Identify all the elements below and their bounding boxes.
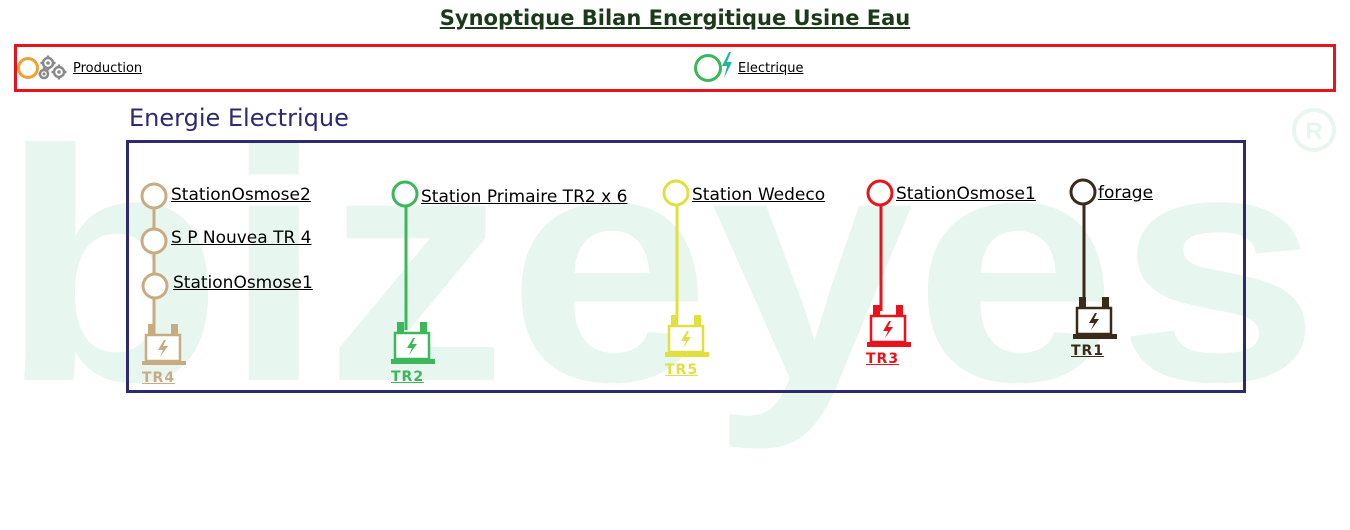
transformer-label-tr5: TR5	[665, 362, 699, 378]
station-node-tr1-1	[1069, 178, 1097, 206]
tr2-branch	[391, 180, 435, 364]
transformer-tr5-icon	[665, 315, 709, 357]
tr3-branch	[866, 179, 911, 347]
transformer-tr2-icon	[391, 322, 435, 364]
tr5-branch	[662, 179, 709, 357]
station-label-tr3-1[interactable]: StationOsmose1	[896, 184, 1036, 204]
nav-label-electrique: Electrique	[738, 60, 804, 76]
nav-item-electrique[interactable]: Electrique	[694, 47, 804, 89]
transformer-label-tr3: TR3	[866, 351, 900, 367]
transformer-tr4-icon	[142, 324, 186, 365]
section-title: Energie Electrique	[129, 104, 349, 132]
station-label-tr5-1[interactable]: Station Wedeco	[692, 185, 826, 205]
transformer-label-tr2: TR2	[391, 369, 425, 385]
page-title: Synoptique Bilan Energitique Usine Eau	[439, 6, 911, 30]
station-label-tr4-2[interactable]: S P Nouvea TR 4	[171, 228, 312, 248]
lightning-icon	[722, 52, 732, 78]
transformer-label-tr4: TR4	[142, 370, 176, 386]
station-node-tr2-1	[391, 180, 419, 208]
station-label-tr1-1[interactable]: forage	[1098, 183, 1154, 203]
station-node-tr3-1	[866, 179, 894, 207]
station-node-tr4-3	[141, 272, 169, 300]
energy-panel	[126, 140, 1246, 393]
electrique-status-circle	[694, 54, 722, 82]
transformer-tr1-icon	[1073, 297, 1117, 339]
production-status-circle	[17, 57, 39, 79]
svg-text:R: R	[1305, 118, 1322, 145]
nav-item-production[interactable]: Production	[17, 47, 142, 89]
gears-icon	[38, 55, 67, 80]
station-label-tr2-1[interactable]: Station Primaire TR2 x 6	[421, 187, 628, 207]
transformer-label-tr1: TR1	[1071, 343, 1105, 359]
transformer-tr3-icon	[867, 305, 911, 347]
nav-bar: Production Electrique	[14, 44, 1336, 92]
tr4-branch	[140, 182, 186, 365]
station-node-tr4-2	[140, 227, 168, 255]
station-node-tr5-1	[662, 179, 690, 207]
registered-mark-icon	[1292, 108, 1336, 152]
station-node-tr4-1	[140, 182, 168, 210]
tr1-branch	[1069, 178, 1117, 339]
nav-label-production: Production	[73, 60, 143, 76]
station-label-tr4-1[interactable]: StationOsmose2	[171, 185, 311, 205]
station-label-tr4-3[interactable]: StationOsmose1	[173, 273, 313, 293]
